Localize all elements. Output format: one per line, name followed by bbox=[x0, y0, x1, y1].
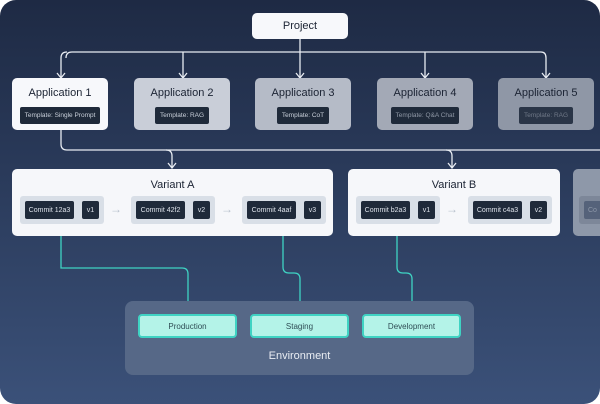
variant-node-partial[interactable]: Co bbox=[573, 169, 600, 236]
commit-group[interactable]: Commit 12a3 v1 bbox=[20, 196, 104, 224]
project-node[interactable]: Project bbox=[252, 13, 348, 39]
application-node[interactable]: Application 4 Template: Q&A Chat bbox=[377, 78, 473, 130]
variant-label: Variant B bbox=[431, 179, 477, 191]
commit-group[interactable]: Commit b2a3 v1 bbox=[356, 196, 440, 224]
variant-label: Variant A bbox=[150, 179, 195, 191]
env-production[interactable]: Production bbox=[138, 314, 237, 338]
staging-link bbox=[282, 229, 301, 313]
commit-group: Co bbox=[579, 196, 600, 224]
development-link bbox=[396, 229, 413, 313]
connector-line bbox=[165, 149, 453, 168]
application-label: Application 3 bbox=[271, 87, 335, 99]
template-badge: Template: Q&A Chat bbox=[390, 107, 460, 124]
version-chip: v1 bbox=[418, 201, 435, 219]
connector-line bbox=[60, 130, 600, 151]
commit-group[interactable]: Commit 4aaf v3 bbox=[242, 196, 326, 224]
commit-chip: Commit 12a3 bbox=[25, 201, 74, 219]
commit-group[interactable]: Commit c4a3 v2 bbox=[468, 196, 552, 224]
template-badge: Template: CoT bbox=[276, 107, 330, 124]
production-link bbox=[60, 229, 189, 313]
project-label: Project bbox=[282, 20, 318, 32]
application-label: Application 4 bbox=[393, 87, 457, 99]
variant-b-node[interactable]: Variant B Commit b2a3 v1 → Commit c4a3 v2 bbox=[348, 169, 560, 236]
arrow-right-icon: → bbox=[221, 202, 233, 216]
commit-chip: Commit b2a3 bbox=[361, 201, 410, 219]
template-badge: Template: RAG bbox=[154, 107, 210, 124]
commit-chip: Co bbox=[584, 201, 600, 219]
application-label: Application 2 bbox=[150, 87, 214, 99]
version-chip: v1 bbox=[82, 201, 99, 219]
version-chip: v2 bbox=[193, 201, 210, 219]
arrow-right-icon: → bbox=[446, 202, 458, 216]
arrow-right-icon: → bbox=[110, 202, 122, 216]
connector-line bbox=[182, 52, 426, 77]
arrowheads bbox=[167, 162, 457, 170]
version-chip: v3 bbox=[304, 201, 321, 219]
version-chip: v2 bbox=[530, 201, 547, 219]
application-node[interactable]: Application 1 Template: Single Prompt bbox=[12, 78, 108, 130]
application-node[interactable]: Application 3 Template: CoT bbox=[255, 78, 351, 130]
template-badge: Template: RAG bbox=[518, 107, 574, 124]
application-label: Application 5 bbox=[514, 87, 578, 99]
application-node[interactable]: Application 5 Template: RAG bbox=[498, 78, 594, 130]
application-label: Application 1 bbox=[28, 87, 92, 99]
commit-group[interactable]: Commit 42f2 v2 bbox=[131, 196, 215, 224]
connector-line bbox=[65, 39, 547, 77]
environment-group: Production Staging Development Environme… bbox=[125, 301, 474, 375]
env-development[interactable]: Development bbox=[362, 314, 461, 338]
commit-chip: Commit c4a3 bbox=[473, 201, 522, 219]
application-node[interactable]: Application 2 Template: RAG bbox=[134, 78, 230, 130]
environment-label: Environment bbox=[268, 350, 331, 362]
connector-line bbox=[60, 51, 68, 77]
commit-chip: Commit 4aaf bbox=[247, 201, 296, 219]
template-badge: Template: Single Prompt bbox=[19, 107, 101, 124]
env-staging[interactable]: Staging bbox=[250, 314, 349, 338]
commit-chip: Commit 42f2 bbox=[136, 201, 185, 219]
